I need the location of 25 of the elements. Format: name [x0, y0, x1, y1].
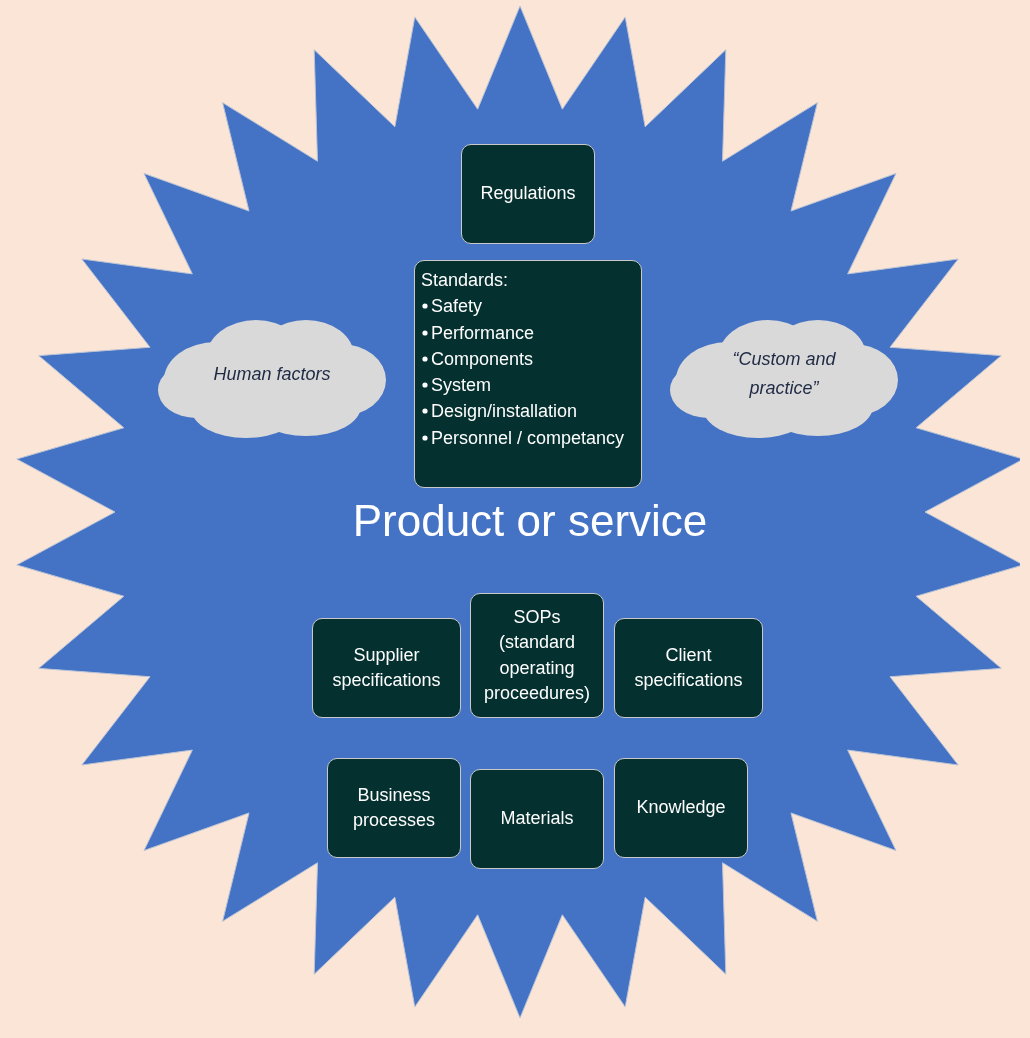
rounded-box: [614, 618, 763, 718]
box-label: Knowledge: [636, 796, 726, 820]
center-title: Product or service: [351, 496, 709, 546]
box-label: Regulations: [480, 182, 576, 206]
bullet-item: Components: [431, 347, 535, 371]
rounded-box: [614, 758, 748, 858]
bullet-item: Personnel / competancy: [431, 426, 626, 450]
rounded-box: [312, 618, 461, 718]
bullet-item: System: [431, 374, 492, 398]
cloud-label: “Custom and practice”: [731, 348, 837, 400]
box-label: Business processes: [351, 783, 436, 832]
rounded-box: [470, 593, 604, 718]
bullet-item: Performance: [431, 321, 536, 345]
box-label: Client specifications: [633, 643, 744, 692]
bullet-item: Safety: [431, 295, 484, 319]
rounded-box: [470, 769, 604, 869]
box-label: SOPs (standard operating proceedures): [482, 606, 592, 705]
box-label: Supplier specifications: [331, 643, 442, 692]
rounded-box: [327, 758, 461, 858]
cloud-label: Human factors: [213, 362, 331, 386]
box-label: Materials: [500, 807, 574, 831]
bullet-item: Design/installation: [431, 400, 579, 424]
list-heading: Standards:: [421, 269, 510, 292]
rounded-box: [414, 260, 642, 488]
rounded-box: [461, 144, 595, 244]
